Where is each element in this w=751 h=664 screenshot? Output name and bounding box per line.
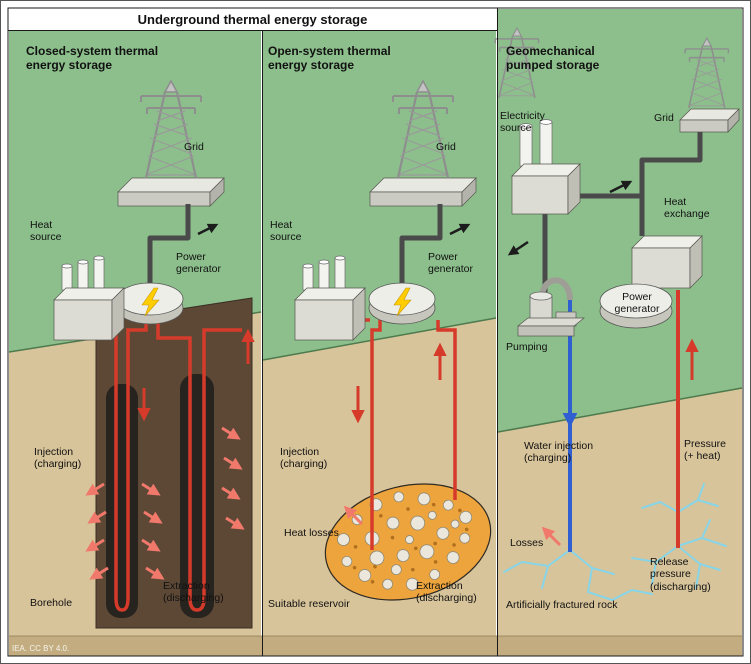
power-flow-arrow-charge [609,180,633,194]
heat-spread-arrows [85,426,245,580]
credit-text: IEA. CC BY 4.0. [12,644,70,653]
closed-extraction-label: Extraction (discharging) [163,580,224,605]
borehole-left [106,384,138,618]
closed-power-generator-label: Power generator [176,251,221,276]
grid-platform [369,177,477,207]
losses-arrow [541,526,562,547]
power-cable [147,204,191,284]
flow-arrows-red [351,342,447,424]
closed-grid-label: Grid [184,141,204,153]
geo-heat-exchange-label: Heat exchange [664,196,710,221]
panel-open-heading: Open-system thermal energy storage [268,44,391,73]
heat-loss-arrow [343,505,364,526]
geo-grid-label: Grid [654,112,674,124]
open-grid-label: Grid [436,141,456,153]
power-cable [399,204,443,284]
power-generator-disk [599,283,673,329]
panel-closed-illustration [53,79,255,629]
geo-electricity-source-label: Electricity source [500,110,545,135]
suitable-reservoir [324,483,492,601]
open-heat-source-label: Heat source [270,219,302,244]
closed-injection-label: Injection (charging) [34,446,82,471]
open-reservoir-label: Suitable reservoir [268,598,350,610]
geo-fractured-rock-label: Artificially fractured rock [506,599,618,611]
open-injection-label: Injection (charging) [280,446,328,471]
grid-platform [679,108,740,133]
geo-water-injection-label: Water injection (charging) [524,440,594,465]
panel-closed-heading: Closed-system thermal energy storage [26,44,159,73]
fractured-rock-cracks [503,483,727,602]
heat-exchange-icon [631,235,703,289]
open-power-generator-label: Power generator [428,251,473,276]
pumping-unit-icon [517,277,585,337]
geo-power-generator-label: Power generator [614,291,660,316]
panel-geo-heading: Geomechanical pumped storage [506,44,600,73]
power-flow-arrow-discharge [507,240,529,256]
bottom-soil-strip [9,636,742,656]
closed-heat-source-label: Heat source [30,219,62,244]
power-flow-arrow [197,223,219,236]
geo-losses-label: Losses [510,537,544,549]
power-flow-arrow [449,223,471,236]
open-extraction-label: Extraction (discharging) [416,580,477,605]
geo-release-pressure-label: Release pressure (discharging) [650,556,711,593]
grid-platform [117,177,225,207]
diagram-title: Underground thermal energy storage [137,12,368,27]
open-heat-losses-label: Heat losses [284,527,339,539]
panel-open-illustration [294,79,492,601]
geo-pressure-label: Pressure (+ heat) [684,438,727,463]
flow-arrows-red [137,328,255,422]
closed-borehole-label: Borehole [30,597,73,609]
geo-pumping-label: Pumping [506,341,548,353]
panel-geo-illustration [494,27,740,602]
